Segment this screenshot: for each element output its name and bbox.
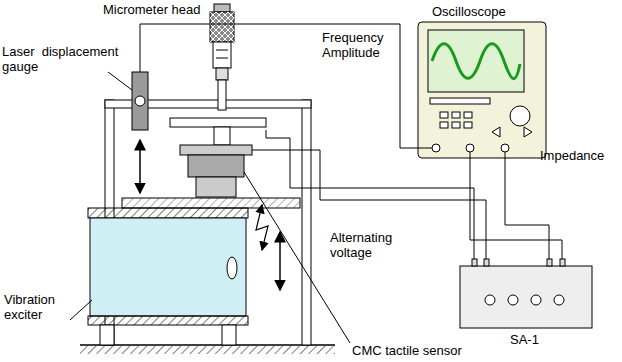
instrument-label: SA-1: [510, 332, 539, 347]
part-label: Vibration exciter: [4, 292, 72, 322]
part-label: CMC tactile sensor: [352, 343, 462, 358]
signal-label: Frequency Amplitude: [322, 30, 394, 60]
part-label: Micrometer head: [103, 2, 201, 17]
part-label: Laser displacement gauge: [2, 44, 120, 74]
signal-label: Alternating voltage: [330, 230, 402, 260]
signal-label: Impedance: [540, 148, 604, 163]
instrument-label: Oscilloscope: [432, 4, 506, 19]
